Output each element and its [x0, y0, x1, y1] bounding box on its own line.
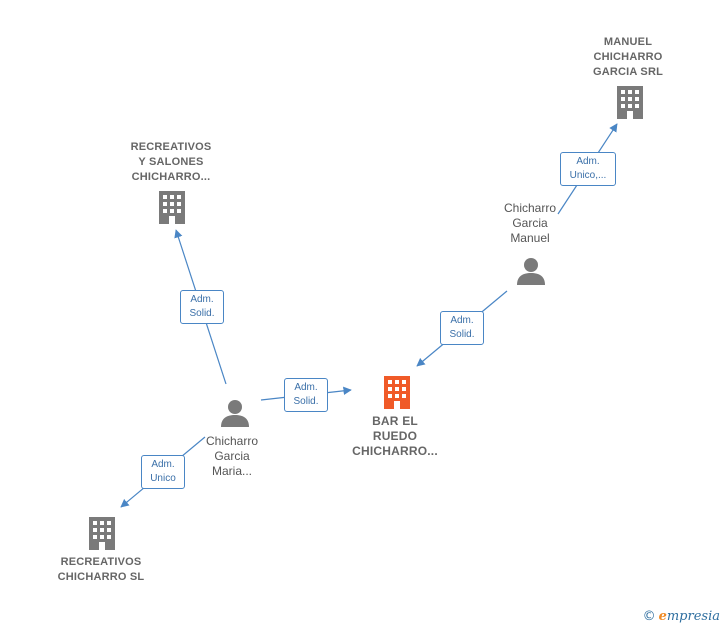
edge-label-maria-to-salones[interactable]: Adm. Solid.: [180, 290, 224, 324]
company-label-bar-el-ruedo[interactable]: BAR EL RUEDO CHICHARRO...: [340, 414, 450, 459]
label-line: Unico,...: [569, 170, 607, 181]
edge-label-maria-to-sl[interactable]: Adm. Unico: [141, 455, 185, 489]
company-label-manuel-srl[interactable]: MANUEL CHICHARRO GARCIA SRL: [578, 35, 678, 80]
label-line: CHICHARRO: [593, 51, 663, 63]
label-line: Adm.: [294, 382, 318, 393]
label-line: Y SALONES: [138, 156, 204, 168]
edge-label-maria-to-bar[interactable]: Adm. Solid.: [284, 378, 328, 412]
label-line: Solid.: [293, 396, 319, 407]
edge-label-manuel-to-bar[interactable]: Adm. Solid.: [440, 311, 484, 345]
company-label-recreativos-salones[interactable]: RECREATIVOS Y SALONES CHICHARRO...: [116, 140, 226, 185]
building-icon[interactable]: [86, 516, 118, 550]
person-label-manuel[interactable]: Chicharro Garcia Manuel: [490, 201, 570, 246]
label-line: Adm.: [190, 294, 214, 305]
edge-label-manuel-to-srl[interactable]: Adm. Unico,...: [560, 152, 616, 186]
label-line: Solid.: [189, 308, 215, 319]
label-line: GARCIA SRL: [592, 66, 664, 78]
label-line: Garcia: [512, 216, 548, 230]
brand-initial: e: [658, 609, 667, 624]
label-line: RECREATIVOS: [130, 141, 212, 153]
label-line: Unico: [150, 473, 176, 484]
label-line: RUEDO: [372, 429, 418, 443]
person-label-maria[interactable]: Chicharro Garcia Maria...: [192, 434, 272, 479]
label-line: RECREATIVOS: [60, 556, 142, 568]
empresia-logo[interactable]: ©empresia: [643, 609, 720, 624]
label-line: Chicharro: [503, 201, 557, 215]
company-label-recreativos-sl[interactable]: RECREATIVOS CHICHARRO SL: [46, 555, 156, 585]
label-line: Adm.: [450, 315, 474, 326]
label-line: Chicharro: [205, 434, 259, 448]
label-line: BAR EL: [372, 414, 418, 428]
label-line: Garcia: [214, 449, 250, 463]
brand-name: mpresia: [666, 609, 720, 624]
building-icon[interactable]: [156, 190, 188, 224]
building-icon[interactable]: [614, 85, 646, 119]
label-line: CHICHARRO...: [131, 171, 211, 183]
label-line: Maria...: [211, 464, 252, 478]
label-line: CHICHARRO SL: [57, 571, 145, 583]
building-icon-main[interactable]: [381, 375, 413, 409]
person-icon[interactable]: [516, 256, 546, 286]
label-line: MANUEL: [603, 36, 653, 48]
label-line: CHICHARRO...: [352, 444, 438, 458]
label-line: Adm.: [576, 156, 600, 167]
label-line: Solid.: [449, 329, 475, 340]
label-line: Manuel: [510, 231, 550, 245]
person-icon[interactable]: [220, 398, 250, 428]
copyright-symbol: ©: [642, 609, 656, 624]
label-line: Adm.: [151, 459, 175, 470]
